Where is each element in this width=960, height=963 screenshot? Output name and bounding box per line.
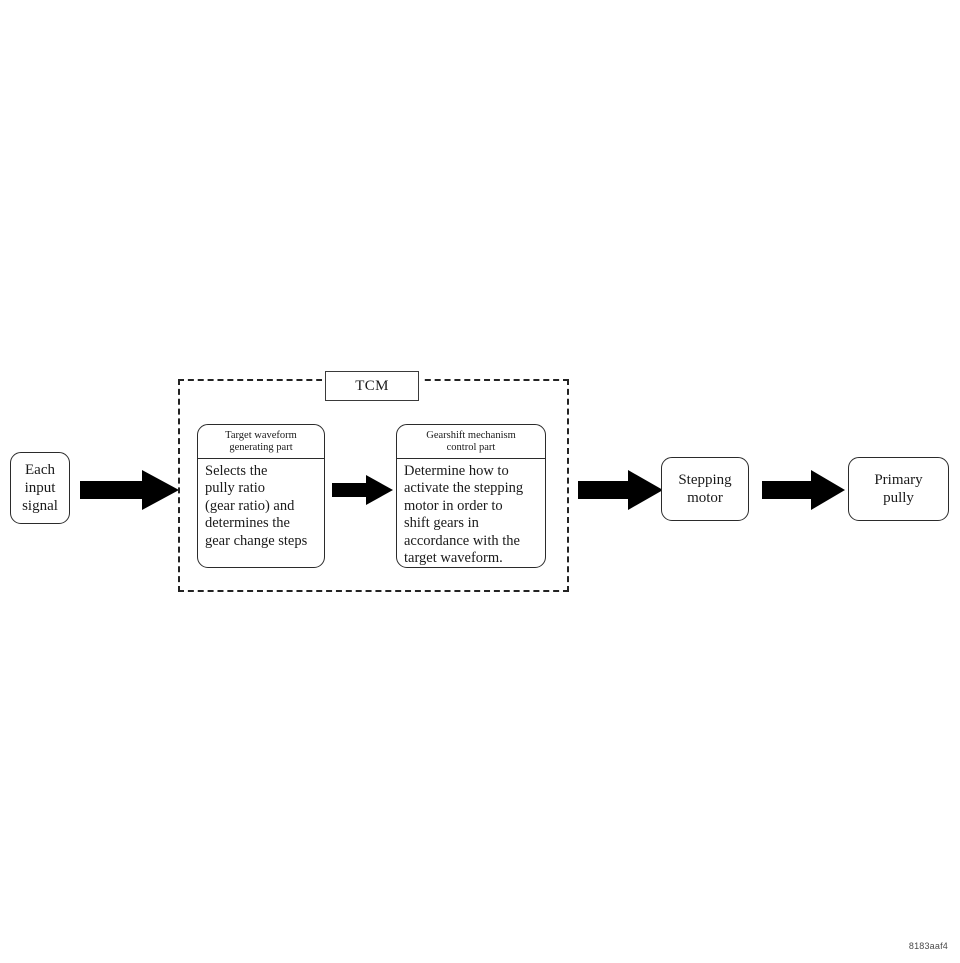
part-box-target-waveform-body: Selects the pully ratio (gear ratio) and… xyxy=(205,462,308,549)
part-box-gearshift-mechanism-control: Gearshift mechanism control part Determi… xyxy=(396,424,546,568)
figure-code-label: 8183aaf4 xyxy=(908,941,948,951)
part-box-gearshift-body: Determine how to activate the stepping m… xyxy=(404,462,524,566)
part-box-target-waveform-header: Target waveform generating part xyxy=(198,425,324,459)
node-stepping-motor: Stepping motor xyxy=(661,457,749,521)
node-each-input-signal-label: Each input signal xyxy=(22,461,58,515)
arrow-part1-to-part2 xyxy=(332,475,393,505)
tcm-label-box: TCM xyxy=(325,371,419,401)
node-primary-pully: Primary pully xyxy=(848,457,949,521)
node-primary-pully-label: Primary pully xyxy=(874,471,923,506)
arrow-input-to-tcm xyxy=(80,470,179,510)
node-each-input-signal: Each input signal xyxy=(10,452,70,524)
part-box-target-waveform-generating: Target waveform generating part Selects … xyxy=(197,424,325,568)
tcm-label-text: TCM xyxy=(355,377,389,394)
node-stepping-motor-label: Stepping motor xyxy=(678,471,732,506)
arrow-tcm-to-motor xyxy=(578,470,663,510)
part-box-gearshift-header: Gearshift mechanism control part xyxy=(397,425,545,459)
arrow-motor-to-pully xyxy=(762,470,845,510)
